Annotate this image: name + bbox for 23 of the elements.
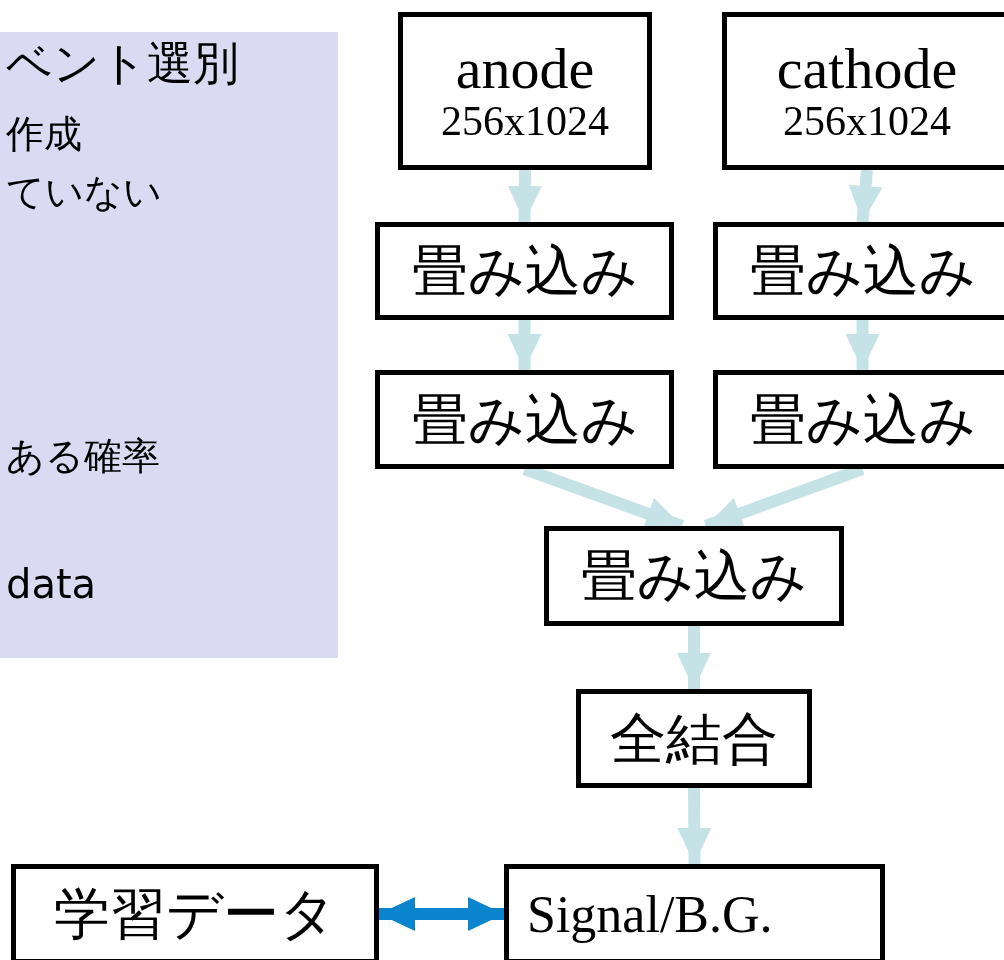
note-text: ある確率 bbox=[6, 436, 160, 478]
process-box: cathode 256x1024 bbox=[722, 12, 1004, 170]
arrow bbox=[507, 320, 542, 370]
note-text: 作成 bbox=[6, 114, 82, 156]
arrow bbox=[848, 169, 883, 223]
process-box: 畳み込み bbox=[713, 222, 1004, 320]
arrow bbox=[677, 787, 712, 865]
process-box: 畳み込み bbox=[375, 370, 674, 469]
arrow bbox=[507, 169, 542, 223]
process-box: Signal/B.G. bbox=[504, 864, 885, 960]
process-box: 畳み込み bbox=[713, 370, 1004, 469]
arrow bbox=[379, 897, 504, 931]
process-box: 全結合 bbox=[576, 689, 812, 788]
arrow bbox=[677, 626, 711, 689]
process-box: 畳み込み bbox=[375, 222, 674, 320]
process-box: anode 256x1024 bbox=[398, 12, 652, 170]
process-box: 学習データ bbox=[11, 864, 379, 960]
process-box: 畳み込み bbox=[544, 526, 844, 626]
note-text: ベント選別 bbox=[6, 38, 239, 89]
note-text: ていない bbox=[6, 172, 162, 214]
note-text: data bbox=[6, 562, 97, 606]
arrow bbox=[845, 320, 880, 370]
note-panel bbox=[0, 32, 338, 658]
